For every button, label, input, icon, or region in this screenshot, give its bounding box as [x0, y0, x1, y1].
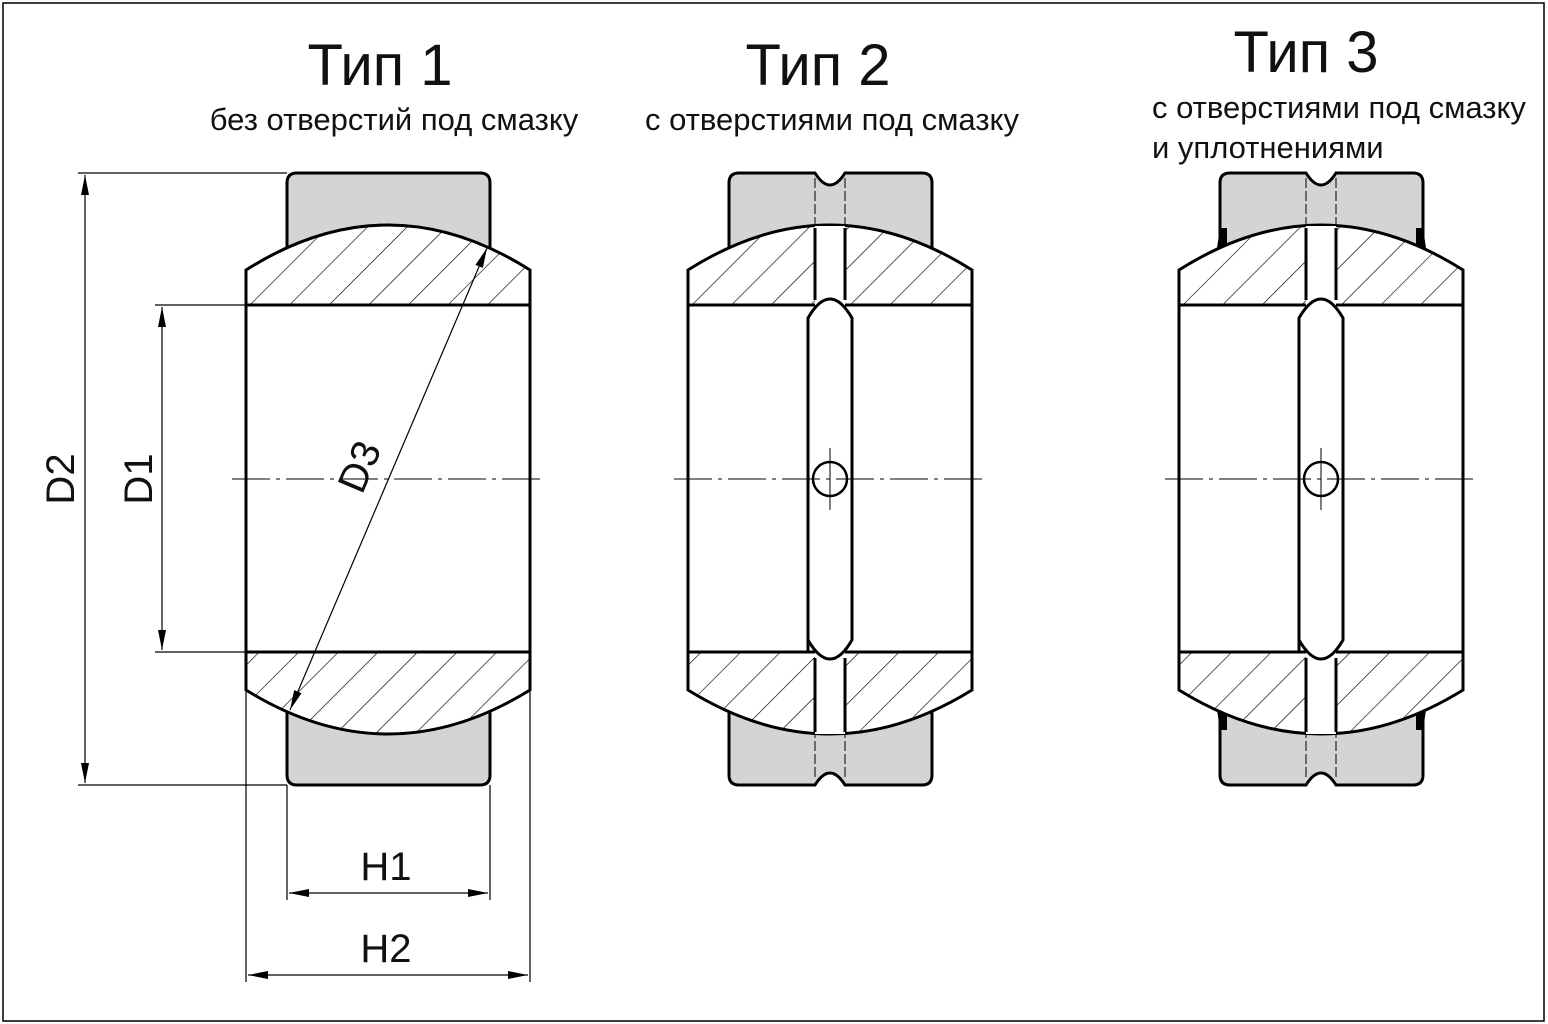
dim-d2-label: D2 [39, 453, 83, 504]
dim-h2-label: H2 [360, 927, 411, 971]
type-subtitle: с отверстиями под смазку [1152, 90, 1526, 125]
lube-hole-bottom [815, 652, 845, 734]
lube-hole-top [1306, 226, 1336, 306]
seal-top-right [1416, 228, 1426, 248]
bearing-type-3 [1165, 171, 1478, 787]
seal-top-left [1217, 228, 1227, 248]
type-subtitle: без отверстий под смазку [210, 102, 579, 137]
dimension-lines [78, 172, 531, 982]
dim-d1-label: D1 [117, 453, 161, 504]
dim-h1-label: H1 [360, 845, 411, 889]
lube-hole-top [815, 226, 845, 306]
type-title: Тип 1 [307, 33, 452, 98]
dim-d3-line [289, 247, 488, 711]
lube-hole-bottom [1306, 652, 1336, 734]
type-subtitle: и уплотнениями [1152, 130, 1384, 165]
bearing-type-2 [674, 171, 987, 787]
type-subtitle: с отверстиями под смазку [645, 102, 1019, 137]
type-title: Тип 3 [1233, 20, 1378, 85]
type-title: Тип 2 [745, 33, 890, 98]
seal-bottom-right [1416, 710, 1426, 730]
